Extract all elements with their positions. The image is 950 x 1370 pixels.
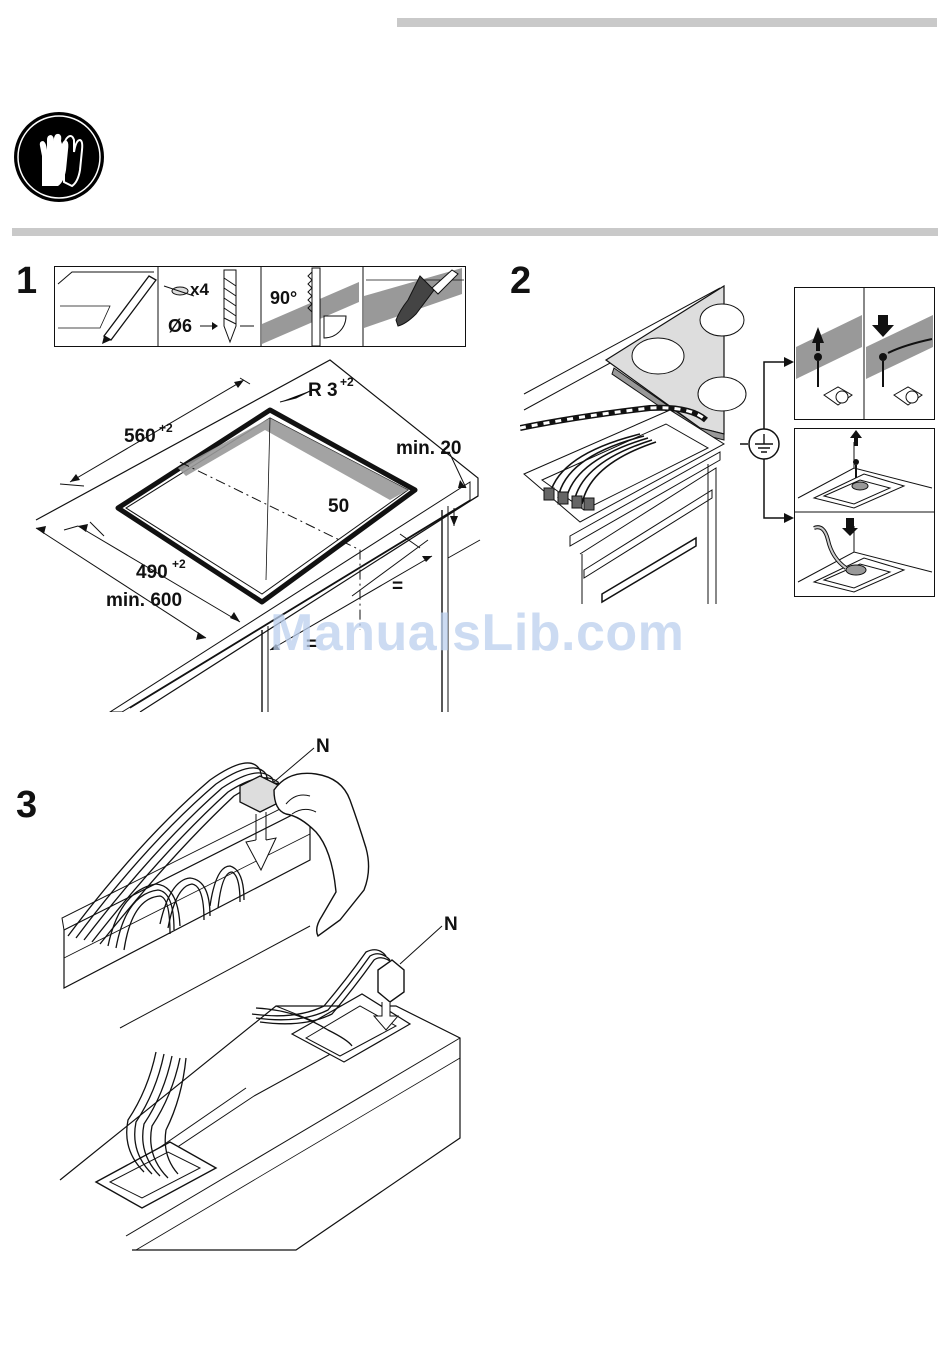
connector-clip-n — [378, 960, 404, 1002]
connector-diagram-lower: N — [56, 910, 476, 1252]
cutout-width-tolerance: +2 — [159, 421, 173, 435]
cutout-width-label: 560 — [124, 426, 156, 447]
cut-angle: 90° — [270, 288, 297, 308]
cutout-depth-label: 490 — [136, 562, 168, 583]
edge-distance-label: 50 — [328, 496, 349, 517]
min-front-edge-label: min. 20 — [396, 438, 461, 459]
connector-n-label: N — [316, 736, 330, 757]
step-number-1: 1 — [16, 262, 37, 300]
screw-count: x4 — [190, 280, 209, 299]
ground-screw-detail-bottom — [794, 428, 936, 598]
ground-connection-flow — [740, 350, 800, 530]
cooking-zone — [700, 304, 744, 336]
watermark: ManualsLib.com — [270, 603, 684, 663]
drawer-handle — [602, 538, 696, 602]
min-cabinet-width-label: min. 600 — [106, 590, 182, 611]
ground-screw-detail-top — [794, 287, 936, 421]
header-rule — [397, 18, 937, 27]
wear-gloves-icon — [12, 110, 106, 204]
step-number-3: 3 — [16, 786, 37, 824]
cutout-depth-tolerance: +2 — [172, 557, 186, 571]
drill-diameter: Ø6 — [168, 316, 192, 336]
cooking-zone — [632, 338, 684, 374]
tool-strip: x4 Ø6 90° — [54, 266, 467, 348]
corner-radius-label: R 3 — [308, 380, 338, 401]
section-rule — [12, 228, 938, 236]
equal-spacing-right: = — [392, 576, 403, 597]
corner-radius-tolerance: +2 — [340, 375, 354, 389]
cooking-zone — [698, 377, 746, 411]
connector-n-label: N — [444, 914, 458, 935]
